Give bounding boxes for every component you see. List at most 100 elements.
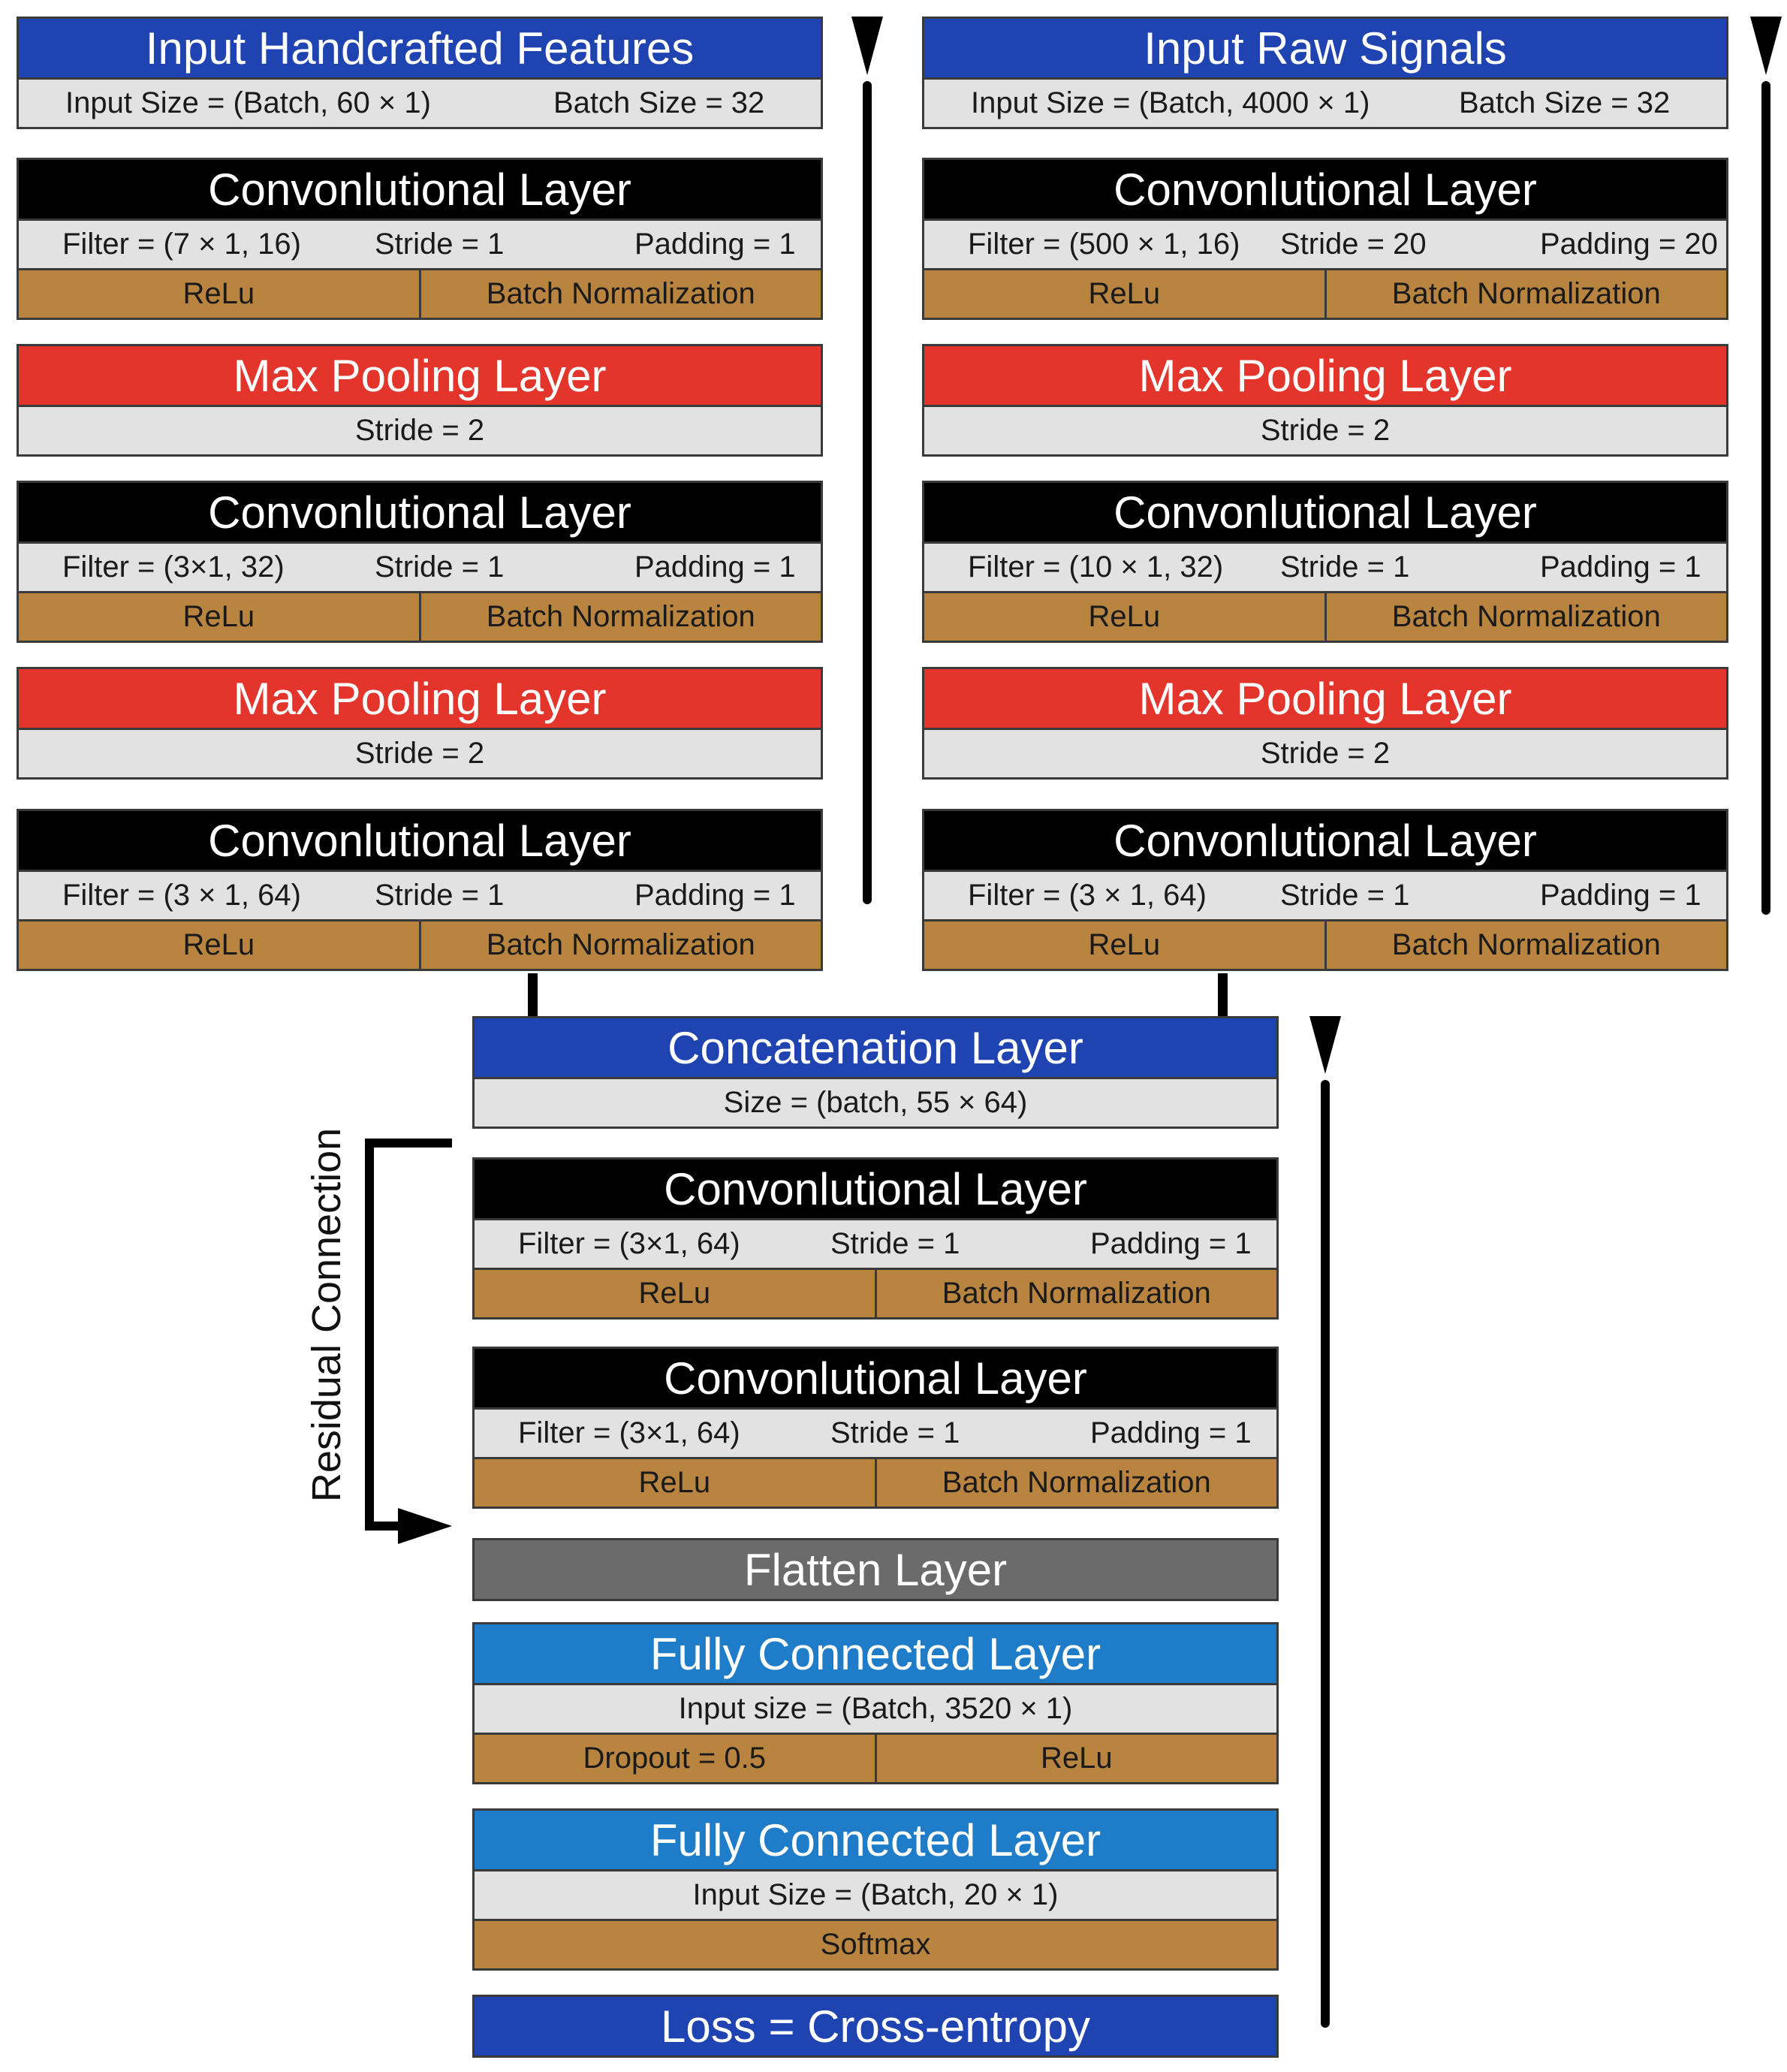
left-conv3-acts: ReLu Batch Normalization bbox=[17, 921, 823, 971]
right-pool2-title: Max Pooling Layer bbox=[922, 667, 1728, 730]
right-conv3-stride: Stride = 1 bbox=[1280, 879, 1410, 912]
right-input-batch: Batch Size = 32 bbox=[1459, 86, 1671, 119]
left-conv1-acts: ReLu Batch Normalization bbox=[17, 270, 823, 320]
fc2-params: Input Size = (Batch, 20 × 1) bbox=[472, 1871, 1279, 1921]
left-input-block: Input Handcrafted Features Input Size = … bbox=[17, 17, 823, 129]
left-input-size: Input Size = (Batch, 60 × 1) bbox=[65, 86, 431, 119]
left-conv1-relu: ReLu bbox=[182, 277, 255, 310]
right-conv1-filter: Filter = (500 × 1, 16) bbox=[968, 228, 1240, 261]
left-to-concat-connector bbox=[528, 973, 538, 1016]
right-conv1-acts: ReLu Batch Normalization bbox=[922, 270, 1728, 320]
merge-conv1-title: Convonlutional Layer bbox=[472, 1157, 1279, 1220]
fc1-acts: Dropout = 0.5 ReLu bbox=[472, 1735, 1279, 1784]
right-conv1-stride: Stride = 20 bbox=[1280, 228, 1427, 261]
left-conv3-padding: Padding = 1 bbox=[634, 879, 796, 912]
left-conv3-filter: Filter = (3 × 1, 64) bbox=[62, 879, 301, 912]
merge-flow-arrowhead bbox=[1309, 1016, 1341, 1074]
merge-conv2-filter: Filter = (3×1, 64) bbox=[518, 1416, 740, 1449]
concat-title: Concatenation Layer bbox=[472, 1016, 1279, 1079]
left-conv3-relu: ReLu bbox=[182, 928, 255, 961]
right-conv2-batchnorm: Batch Normalization bbox=[1324, 593, 1727, 641]
left-conv1-filter: Filter = (7 × 1, 16) bbox=[62, 228, 301, 261]
right-conv3-block: Convonlutional Layer Filter = (3 × 1, 64… bbox=[922, 809, 1728, 971]
merge-conv1-block: Convonlutional Layer Filter = (3×1, 64) … bbox=[472, 1157, 1279, 1320]
right-conv3-padding: Padding = 1 bbox=[1540, 879, 1701, 912]
right-flow-arrowhead bbox=[1750, 17, 1782, 75]
left-pool1-block: Max Pooling Layer Stride = 2 bbox=[17, 344, 823, 457]
fc1-title: Fully Connected Layer bbox=[472, 1622, 1279, 1685]
right-conv3-acts: ReLu Batch Normalization bbox=[922, 921, 1728, 971]
right-conv3-title: Convonlutional Layer bbox=[922, 809, 1728, 872]
merge-conv2-acts: ReLu Batch Normalization bbox=[472, 1459, 1279, 1509]
fc1-relu: ReLu bbox=[874, 1735, 1277, 1782]
fc1-dropout: Dropout = 0.5 bbox=[583, 1742, 767, 1775]
right-conv2-stride: Stride = 1 bbox=[1280, 550, 1410, 584]
right-conv2-title: Convonlutional Layer bbox=[922, 481, 1728, 544]
flatten-block: Flatten Layer bbox=[472, 1538, 1279, 1601]
left-pool2-block: Max Pooling Layer Stride = 2 bbox=[17, 667, 823, 780]
left-conv2-batchnorm: Batch Normalization bbox=[418, 593, 821, 641]
left-conv3-stride: Stride = 1 bbox=[375, 879, 505, 912]
merge-conv1-acts: ReLu Batch Normalization bbox=[472, 1270, 1279, 1320]
left-pool2-params: Stride = 2 bbox=[17, 730, 823, 780]
left-conv1-params: Filter = (7 × 1, 16) Stride = 1 Padding … bbox=[17, 221, 823, 270]
right-pool1-params: Stride = 2 bbox=[922, 407, 1728, 457]
fc1-params: Input size = (Batch, 3520 × 1) bbox=[472, 1685, 1279, 1735]
right-conv2-acts: ReLu Batch Normalization bbox=[922, 593, 1728, 643]
right-input-title: Input Raw Signals bbox=[922, 17, 1728, 80]
right-conv1-batchnorm: Batch Normalization bbox=[1324, 270, 1727, 318]
fc2-size: Input Size = (Batch, 20 × 1) bbox=[692, 1878, 1059, 1911]
merge-conv2-batchnorm: Batch Normalization bbox=[874, 1459, 1277, 1506]
left-pool2-stride: Stride = 2 bbox=[354, 737, 485, 770]
right-input-params: Input Size = (Batch, 4000 × 1) Batch Siz… bbox=[922, 80, 1728, 129]
left-conv3-batchnorm: Batch Normalization bbox=[418, 921, 821, 969]
left-pool1-params: Stride = 2 bbox=[17, 407, 823, 457]
loss-title: Loss = Cross-entropy bbox=[472, 1995, 1279, 2058]
residual-connection-arrow bbox=[365, 1139, 452, 1531]
fc2-acts: Softmax bbox=[472, 1921, 1279, 1971]
right-conv1-block: Convonlutional Layer Filter = (500 × 1, … bbox=[922, 158, 1728, 320]
merge-conv1-params: Filter = (3×1, 64) Stride = 1 Padding = … bbox=[472, 1220, 1279, 1270]
merge-conv1-relu: ReLu bbox=[638, 1277, 711, 1310]
left-conv1-padding: Padding = 1 bbox=[634, 228, 796, 261]
merge-conv2-relu: ReLu bbox=[638, 1466, 711, 1499]
right-input-block: Input Raw Signals Input Size = (Batch, 4… bbox=[922, 17, 1728, 129]
right-conv1-title: Convonlutional Layer bbox=[922, 158, 1728, 221]
fc1-block: Fully Connected Layer Input size = (Batc… bbox=[472, 1622, 1279, 1784]
merge-conv1-filter: Filter = (3×1, 64) bbox=[518, 1227, 740, 1260]
left-conv1-block: Convonlutional Layer Filter = (7 × 1, 16… bbox=[17, 158, 823, 320]
right-conv2-padding: Padding = 1 bbox=[1540, 550, 1701, 584]
left-conv1-title: Convonlutional Layer bbox=[17, 158, 823, 221]
left-flow-line bbox=[863, 81, 872, 904]
left-conv1-batchnorm: Batch Normalization bbox=[418, 270, 821, 318]
merge-conv1-stride: Stride = 1 bbox=[830, 1227, 960, 1260]
concat-size: Size = (batch, 55 × 64) bbox=[723, 1086, 1028, 1119]
left-pool1-stride: Stride = 2 bbox=[354, 414, 485, 447]
left-input-title: Input Handcrafted Features bbox=[17, 17, 823, 80]
left-conv2-relu: ReLu bbox=[182, 600, 255, 633]
left-pool2-title: Max Pooling Layer bbox=[17, 667, 823, 730]
left-conv3-block: Convonlutional Layer Filter = (3 × 1, 64… bbox=[17, 809, 823, 971]
left-pool1-title: Max Pooling Layer bbox=[17, 344, 823, 407]
right-conv1-params: Filter = (500 × 1, 16) Stride = 20 Paddi… bbox=[922, 221, 1728, 270]
left-input-params: Input Size = (Batch, 60 × 1) Batch Size … bbox=[17, 80, 823, 129]
left-flow-arrowhead bbox=[851, 17, 883, 75]
left-conv1-stride: Stride = 1 bbox=[375, 228, 505, 261]
right-conv3-batchnorm: Batch Normalization bbox=[1324, 921, 1727, 969]
merge-conv1-padding: Padding = 1 bbox=[1090, 1227, 1252, 1260]
right-conv2-relu: ReLu bbox=[1088, 600, 1161, 633]
right-to-concat-connector bbox=[1218, 973, 1228, 1016]
merge-conv2-stride: Stride = 1 bbox=[830, 1416, 960, 1449]
right-conv3-filter: Filter = (3 × 1, 64) bbox=[968, 879, 1207, 912]
left-conv2-block: Convonlutional Layer Filter = (3×1, 32) … bbox=[17, 481, 823, 643]
right-pool2-block: Max Pooling Layer Stride = 2 bbox=[922, 667, 1728, 780]
left-conv2-stride: Stride = 1 bbox=[375, 550, 505, 584]
right-conv1-relu: ReLu bbox=[1088, 277, 1161, 310]
right-conv3-relu: ReLu bbox=[1088, 928, 1161, 961]
merge-flow-line bbox=[1321, 1080, 1330, 2028]
right-conv3-params: Filter = (3 × 1, 64) Stride = 1 Padding … bbox=[922, 872, 1728, 921]
residual-connection-label: Residual Connection bbox=[304, 1127, 349, 1503]
left-conv2-acts: ReLu Batch Normalization bbox=[17, 593, 823, 643]
concat-block: Concatenation Layer Size = (batch, 55 × … bbox=[472, 1016, 1279, 1129]
